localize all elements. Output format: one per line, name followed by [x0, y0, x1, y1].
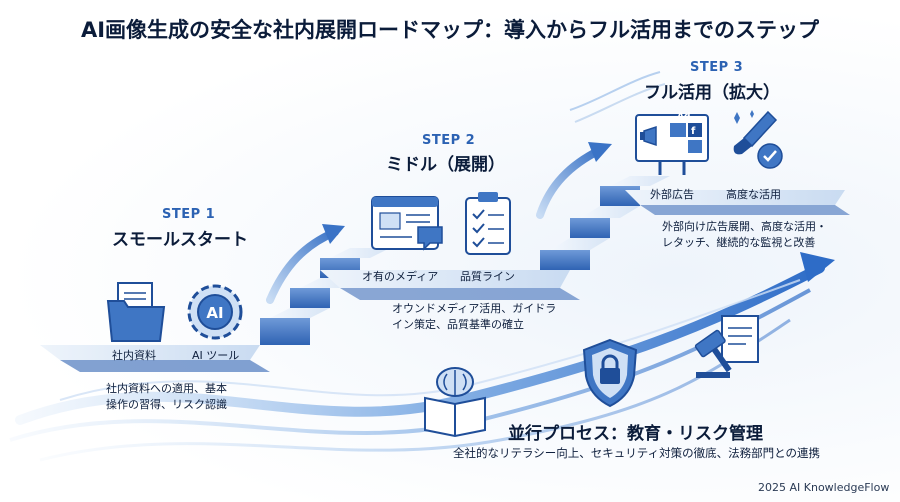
folder-icon [106, 282, 166, 342]
step1-description-line1: 社内資料への適用、基本 [106, 382, 227, 395]
parallel-arrow-head [800, 252, 835, 282]
brain-book-icon [424, 367, 486, 438]
step3-item-label-ads: 外部広告 [650, 188, 694, 201]
step2-label: STEP 2 [422, 133, 476, 148]
media-window-icon [371, 196, 443, 251]
step1-item-label-docs: 社内資料 [112, 349, 156, 362]
step2-platform [320, 270, 580, 300]
step3-description-line1: 外部向け広告展開、高度な活用・ [662, 220, 827, 233]
step2-description-line2: イン策定、品質基準の確立 [392, 318, 524, 331]
step2-description-line1: オウンドメディア活用、ガイドラ [392, 302, 557, 315]
step1-name: スモールスタート [112, 230, 248, 250]
billboard-ad-badge: Ad [677, 112, 690, 122]
shield-lock-icon [582, 338, 638, 408]
step1-item-label-ai-tool: AI ツール [192, 349, 240, 362]
step1-platform [40, 345, 270, 372]
progress-arrow-2 [536, 142, 612, 219]
ai-chip-label: AI [206, 304, 223, 322]
step2-description: オウンドメディア活用、ガイドラ イン策定、品質基準の確立 [392, 301, 556, 333]
progress-arrow-1 [266, 224, 345, 304]
parallel-process-title: 並行プロセス：教育・リスク管理 [508, 424, 763, 444]
billboard-icon [635, 114, 709, 175]
footer-copyright: 2025 AI KnowledgeFlow [758, 481, 890, 494]
gavel-document-icon [694, 315, 759, 378]
progress-arrow-3 [569, 71, 666, 123]
step3-name: フル活用（拡大） [644, 83, 780, 103]
billboard-f-badge: f [691, 126, 696, 137]
page-title: AI画像生成の安全な社内展開ロードマップ：導入からフル活用までのステップ [80, 18, 820, 42]
step2-item-label-media: オ有のメディア [362, 270, 439, 283]
step1-description: 社内資料への適用、基本 操作の習得、リスク認識 [106, 381, 227, 413]
step3-platform [625, 190, 850, 215]
brush-check-icon [733, 110, 783, 169]
ai-gear-icon: AI [187, 284, 243, 340]
step1-label: STEP 1 [162, 207, 216, 222]
step3-item-label-advanced: 高度な活用 [726, 188, 781, 201]
parallel-process-description: 全社的なリテラシー向上、セキュリティ対策の徹底、法務部門との連携 [453, 446, 820, 460]
step3-label: STEP 3 [690, 60, 744, 75]
step3-description-line2: レタッチ、継続的な監視と改善 [662, 236, 816, 249]
step1-description-line2: 操作の習得、リスク認識 [106, 398, 227, 411]
step2-item-label-quality: 品質ライン [460, 270, 515, 283]
step3-description: 外部向け広告展開、高度な活用・ レタッチ、継続的な監視と改善 [662, 219, 827, 251]
step2-name: ミドル（展開） [386, 155, 505, 175]
checklist-clipboard-icon [465, 192, 511, 255]
